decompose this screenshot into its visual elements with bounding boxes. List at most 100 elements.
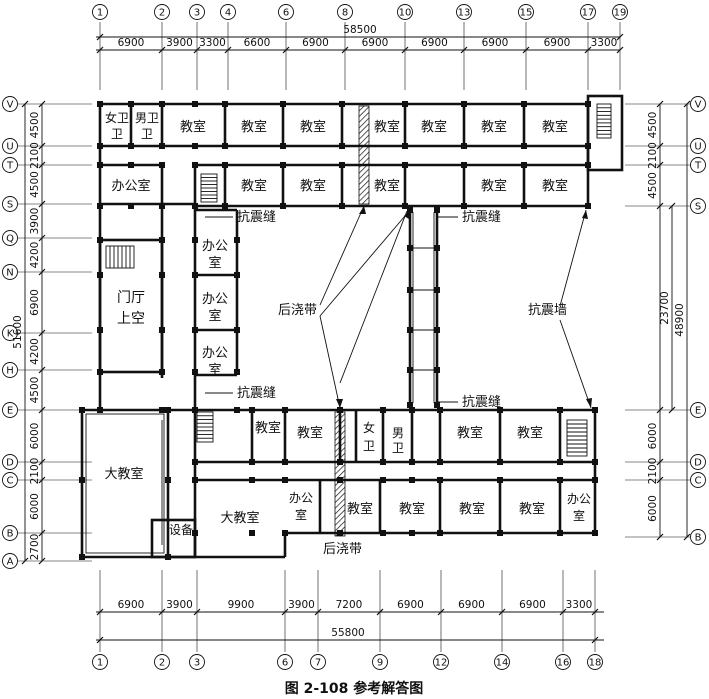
- dimension-top-7: 6900: [482, 37, 509, 49]
- room-label-office-3a: 办公: [202, 346, 228, 361]
- axis-bubble-left-H: H: [2, 362, 18, 378]
- axis-bubble-right-T: T: [690, 157, 706, 173]
- dimension-bottom-0: 6900: [118, 599, 145, 611]
- svg-text:U: U: [6, 142, 13, 153]
- room-label-classroom: 教室: [481, 178, 507, 194]
- post-pour-strip-south: [334, 411, 346, 537]
- axis-bubble-top-3: 3: [189, 4, 205, 20]
- wc-suffix-2: 卫: [141, 127, 153, 141]
- axis-bubble-bottom-2: 2: [154, 654, 170, 670]
- room-label-classroom: 教室: [457, 425, 483, 441]
- room-label-office-2a: 办公: [202, 292, 228, 307]
- axis-bubble-bottom-18: 18: [587, 654, 603, 670]
- axis-bubble-left-U: U: [2, 138, 18, 154]
- svg-text:Q: Q: [6, 234, 14, 245]
- seismic-joint-label-bridge-n: 抗震缝: [462, 210, 501, 225]
- room-label-women-2: 卫: [363, 439, 375, 453]
- svg-text:S: S: [7, 200, 13, 211]
- axis-bubble-top-10: 10: [397, 4, 413, 20]
- axis-bubble-left-D: D: [2, 454, 18, 470]
- dimension-top-9: 3300: [591, 37, 618, 49]
- dimension-right-mid: 23700: [659, 291, 671, 324]
- leader-lines: [205, 205, 592, 409]
- room-label-office-3b: 室: [208, 362, 221, 378]
- post-pour-label-bottom: 后浇带: [323, 542, 362, 557]
- room-label-classroom: 教室: [241, 178, 267, 194]
- dimension-right-1: 2100: [647, 142, 659, 169]
- axis-bubble-bottom-6: 6: [277, 654, 293, 670]
- axis-bubble-bottom-16: 16: [555, 654, 571, 670]
- svg-text:12: 12: [435, 658, 448, 669]
- svg-text:U: U: [694, 142, 701, 153]
- room-labels: 女卫 男卫 卫 卫 教室 教室 教室 教室 教室 教室 教室 办公室 教室 教室…: [104, 110, 591, 537]
- svg-text:T: T: [6, 161, 14, 172]
- room-label-classroom: 教室: [241, 119, 267, 135]
- svg-text:6: 6: [282, 658, 288, 669]
- seismic-joint-label-bridge-s: 抗震缝: [462, 395, 501, 410]
- dimension-bottom-6: 6900: [458, 599, 485, 611]
- axis-bubble-left-S: S: [2, 196, 18, 212]
- room-label-classroom: 教室: [374, 178, 400, 194]
- dimension-left-6: 4200: [29, 338, 41, 365]
- dimension-top-4: 6900: [302, 37, 329, 49]
- axis-bubble-left-V: V: [2, 96, 18, 112]
- axis-bubble-bottom-12: 12: [433, 654, 449, 670]
- svg-text:S: S: [695, 202, 701, 213]
- svg-text:K: K: [7, 329, 14, 340]
- axis-bubble-right-B: B: [690, 529, 706, 545]
- axis-bubble-bottom-7: 7: [310, 654, 326, 670]
- dimension-top-5: 6900: [362, 37, 389, 49]
- svg-text:V: V: [695, 100, 702, 111]
- svg-text:A: A: [7, 557, 14, 568]
- room-label-men-1: 男: [392, 426, 404, 440]
- thin-lines: [85, 212, 437, 554]
- dimension-right-5: 6000: [647, 495, 659, 522]
- dimension-left-5: 6900: [29, 289, 41, 316]
- axis-bubble-left-N: N: [2, 264, 18, 280]
- dimension-left-0: 4500: [29, 112, 41, 139]
- dimension-right-total: 48900: [674, 303, 686, 336]
- svg-text:8: 8: [342, 8, 348, 19]
- room-label-office: 办公室: [111, 178, 150, 194]
- axis-bubble-top-13: 13: [456, 4, 472, 20]
- dimension-top-1: 3900: [166, 37, 193, 49]
- dimension-bottom-total: 55800: [331, 627, 364, 639]
- axis-bubble-top-17: 17: [580, 4, 596, 20]
- room-label-classroom-split-1: 教室: [255, 420, 281, 436]
- room-label-classroom: 教室: [519, 501, 545, 517]
- axis-bubble-left-T: T: [2, 157, 18, 173]
- dimension-top-0: 6900: [118, 37, 145, 49]
- room-label-classroom: 教室: [542, 119, 568, 135]
- svg-text:16: 16: [557, 658, 570, 669]
- post-pour-strip-north: [358, 105, 370, 205]
- room-label-classroom: 教室: [459, 501, 485, 517]
- dimension-top-total: 58500: [343, 24, 376, 36]
- room-label-classroom: 教室: [347, 501, 373, 517]
- room-label-classroom: 教室: [374, 119, 400, 135]
- room-label-classroom: 教室: [300, 119, 326, 135]
- room-label-office-s1: 办公: [289, 490, 313, 505]
- columns: [79, 101, 598, 560]
- svg-text:T: T: [694, 161, 702, 172]
- svg-text:D: D: [6, 458, 14, 469]
- axis-bubble-bottom-1: 1: [92, 654, 108, 670]
- dimension-left-10: 6000: [29, 493, 41, 520]
- dimension-bottom-8: 3300: [566, 599, 593, 611]
- svg-text:18: 18: [589, 658, 602, 669]
- axis-bubble-top-19: 19: [612, 4, 628, 20]
- svg-text:3: 3: [194, 658, 200, 669]
- dimension-top-8: 6900: [544, 37, 571, 49]
- svg-text:15: 15: [520, 8, 533, 19]
- axis-bubble-top-6: 6: [278, 4, 294, 20]
- room-label-equipment: 设备: [169, 523, 193, 537]
- axis-bubble-right-V: V: [690, 96, 706, 112]
- dimension-bottom-4: 7200: [336, 599, 363, 611]
- axis-bubble-left-B: B: [2, 525, 18, 541]
- axis-bubble-right-C: C: [690, 472, 706, 488]
- axis-bubble-left-K: K: [2, 325, 18, 341]
- dimension-left-1: 2100: [29, 142, 41, 169]
- room-label-men-2: 卫: [392, 441, 404, 455]
